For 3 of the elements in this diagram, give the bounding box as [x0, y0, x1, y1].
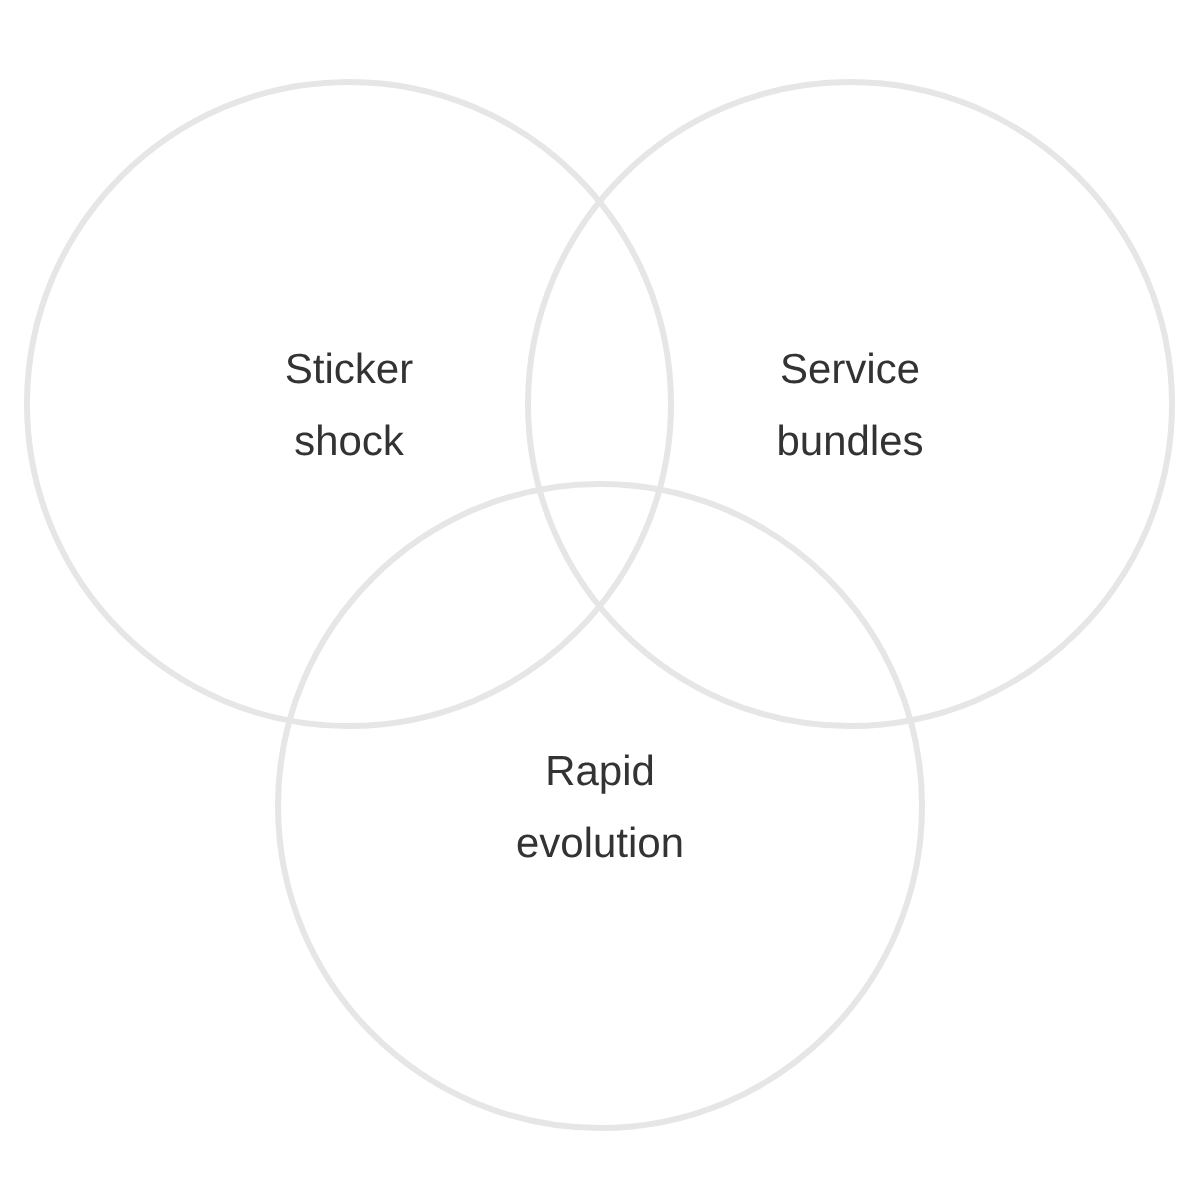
circle-label: Rapid evolution [517, 754, 682, 858]
circle-label: Service bundles [779, 352, 922, 456]
circle-label: Sticker shock [286, 352, 413, 456]
